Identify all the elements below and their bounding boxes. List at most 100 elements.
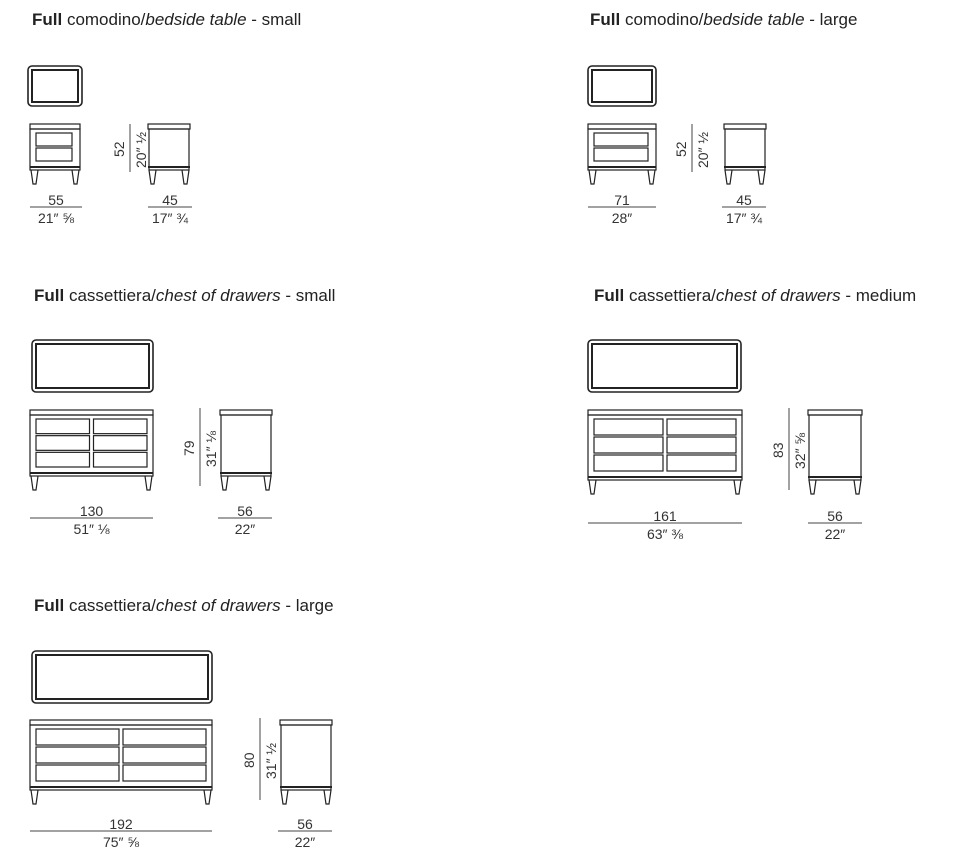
- drawer-front: [35, 728, 120, 746]
- drawer-front: [593, 454, 664, 472]
- title-title-bold: Full: [594, 286, 625, 305]
- side-view-top: [147, 123, 191, 130]
- width-in: 63″ ⅜: [646, 526, 684, 542]
- title-title-suffix: - small: [246, 10, 302, 29]
- drawer-front: [35, 418, 91, 435]
- legs: [588, 169, 656, 185]
- height-cm: 80: [241, 752, 257, 768]
- depth-cm: 45: [736, 192, 752, 208]
- height-in: 31″ ⅛: [203, 430, 219, 467]
- front-view-body: [587, 128, 657, 171]
- title-title-bold: Full: [34, 286, 65, 305]
- title-title-main: cassettiera/: [624, 286, 716, 305]
- section-title: Full comodino/bedside table - small: [32, 10, 301, 30]
- legs: [30, 789, 212, 805]
- title-title-italic: bedside table: [703, 10, 805, 29]
- drawer-front: [35, 132, 73, 147]
- top-view-outline: [27, 65, 83, 107]
- width-in: 21″ ⅝: [37, 210, 75, 226]
- depth-cm: 45: [162, 192, 178, 208]
- top-view-outline: [587, 339, 742, 393]
- title-title-bold: Full: [34, 596, 65, 615]
- title-title-italic: bedside table: [145, 10, 247, 29]
- depth-in: 22″: [234, 521, 256, 537]
- width-cm: 192: [109, 816, 133, 832]
- depth-in: 17″ ¾: [151, 210, 189, 226]
- top-view-inner: [31, 69, 79, 103]
- title-title-suffix: - large: [804, 10, 858, 29]
- depth-in: 22″: [294, 834, 316, 850]
- side-view-body: [220, 414, 272, 477]
- front-view-top: [29, 719, 213, 726]
- depth-cm: 56: [827, 508, 843, 524]
- width-cm: 71: [614, 192, 630, 208]
- side-legs: [808, 479, 862, 495]
- front-view-body: [587, 414, 743, 481]
- front-view-body: [29, 414, 154, 477]
- side-view-body: [148, 128, 190, 171]
- depth-cm: 56: [297, 816, 313, 832]
- side-legs: [280, 789, 332, 805]
- height-in: 20″ ½: [133, 131, 149, 168]
- top-view-inner: [35, 343, 150, 389]
- depth-cm: 56: [237, 503, 253, 519]
- section-title: Full comodino/bedside table - large: [590, 10, 857, 30]
- title-title-main: comodino/: [620, 10, 704, 29]
- depth-in: 17″ ¾: [725, 210, 763, 226]
- title-title-main: cassettiera/: [64, 286, 156, 305]
- front-view-top: [587, 409, 743, 416]
- side-view-body: [724, 128, 766, 171]
- height-in: 31″ ½: [263, 742, 279, 779]
- drawer-front: [593, 147, 649, 162]
- drawer-front: [122, 746, 207, 764]
- title-title-suffix: - large: [280, 596, 334, 615]
- width-cm: 161: [653, 508, 677, 524]
- top-view-outline: [31, 339, 154, 393]
- drawer-front: [666, 454, 737, 472]
- drawer-front: [35, 147, 73, 162]
- side-view-top: [723, 123, 767, 130]
- drawer-front: [593, 418, 664, 436]
- legs: [30, 169, 80, 185]
- side-view-top: [807, 409, 863, 416]
- height-in: 32″ ⅝: [792, 432, 808, 469]
- top-view-outline: [587, 65, 657, 107]
- title-title-italic: chest of drawers: [155, 596, 281, 615]
- top-view-outline: [31, 650, 213, 704]
- width-cm: 130: [79, 503, 104, 519]
- section-title: Full cassettiera/chest of drawers - medi…: [594, 286, 916, 306]
- height-cm: 83: [770, 442, 786, 458]
- drawer-front: [35, 746, 120, 764]
- front-view-body: [29, 724, 213, 791]
- drawer-front: [593, 436, 664, 454]
- front-view-body: [29, 128, 81, 171]
- width-in: 28″: [611, 210, 633, 226]
- legs: [30, 475, 153, 491]
- top-view-inner: [591, 343, 738, 389]
- top-view-inner: [35, 654, 209, 700]
- drawer-front: [92, 418, 148, 435]
- side-legs: [724, 169, 766, 185]
- side-legs: [220, 475, 272, 491]
- width-in: 75″ ⅝: [102, 834, 140, 850]
- side-view-body: [808, 414, 862, 481]
- title-title-suffix: - medium: [840, 286, 917, 305]
- drawer-front: [35, 451, 91, 468]
- drawer-front: [122, 728, 207, 746]
- drawer-front: [666, 418, 737, 436]
- width-in: 51″ ⅛: [73, 521, 110, 537]
- front-view-top: [29, 409, 154, 416]
- title-title-main: comodino/: [62, 10, 146, 29]
- drawer-front: [92, 451, 148, 468]
- title-title-bold: Full: [590, 10, 621, 29]
- title-title-main: cassettiera/: [64, 596, 156, 615]
- section-title: Full cassettiera/chest of drawers - smal…: [34, 286, 335, 306]
- drawer-front: [666, 436, 737, 454]
- legs: [588, 479, 742, 495]
- side-view-top: [219, 409, 273, 416]
- depth-in: 22″: [824, 526, 846, 542]
- front-view-top: [29, 123, 81, 130]
- height-in: 20″ ½: [695, 131, 711, 168]
- side-view-top: [279, 719, 333, 726]
